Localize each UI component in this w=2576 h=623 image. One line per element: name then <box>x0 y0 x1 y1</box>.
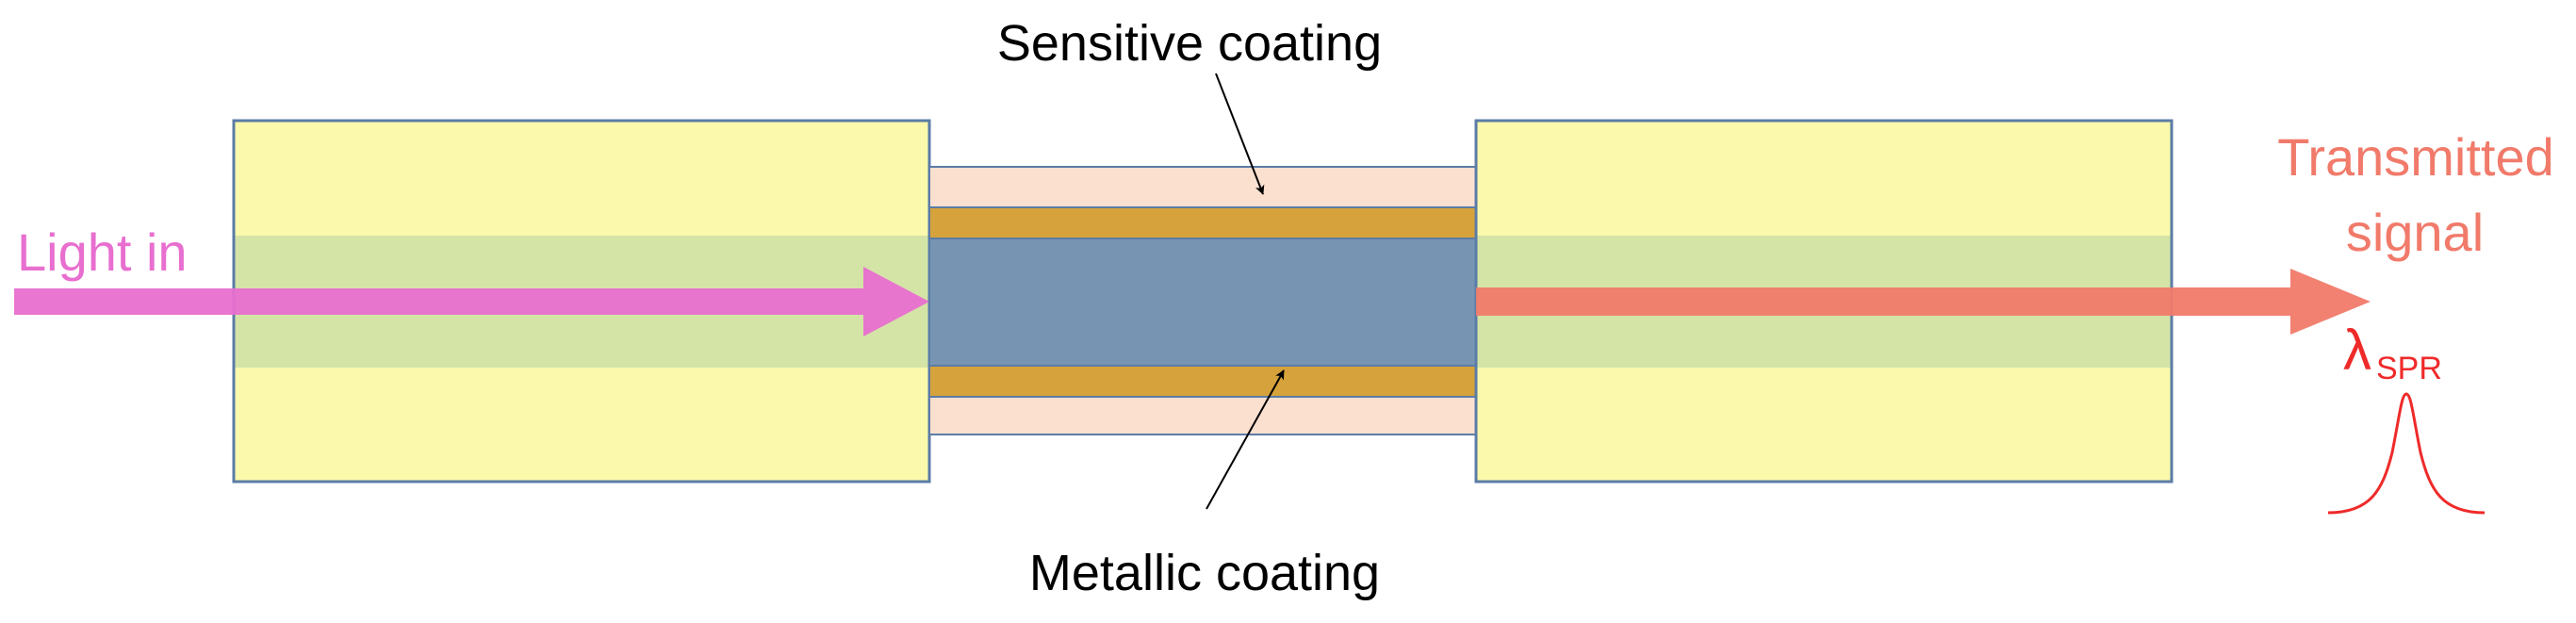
sensitive-coating-top <box>928 166 1477 208</box>
transmitted-label-line2: signal <box>2346 203 2484 262</box>
sensitive-coating-bottom <box>928 396 1477 435</box>
metallic-coating-pointer <box>1206 369 1285 510</box>
lambda-symbol: λ <box>2343 319 2371 382</box>
light-in-label: Light in <box>17 222 188 282</box>
transmitted-label-line1: Transmitted <box>2277 127 2554 187</box>
lambda-subscript: SPR <box>2376 351 2442 386</box>
resonance-peak-curve-icon <box>2327 392 2486 515</box>
transmitted-signal-arrow <box>1476 269 2371 335</box>
sensitive-coating-label: Sensitive coating <box>997 15 1382 72</box>
metallic-coating-bottom <box>928 365 1477 398</box>
right-arrow-icon <box>1476 269 2371 335</box>
lambda-spr-label: λ SPR <box>2343 319 2442 386</box>
sensing-core <box>928 238 1477 367</box>
metallic-coating-label: Metallic coating <box>1029 545 1380 601</box>
sensitive-coating-pointer <box>1215 73 1265 195</box>
sensing-region <box>928 166 1477 435</box>
light-in-arrow <box>14 267 929 336</box>
metallic-coating-top <box>928 206 1477 239</box>
right-arrow-icon <box>14 267 929 336</box>
